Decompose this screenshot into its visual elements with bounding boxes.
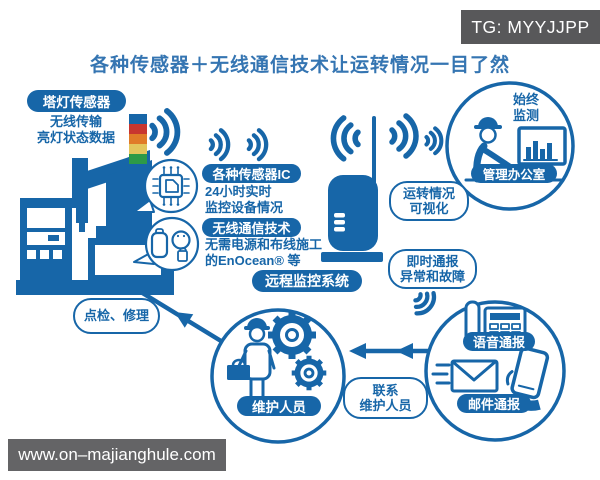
bubble-line: 即时通报 [406,253,459,269]
voice-notify-label: 语音通报 [463,332,535,351]
ic-chip-icon [152,166,190,206]
caption-line: 24小时实时 [205,184,272,199]
caption-line: 无需电源和布线施工 [205,237,323,252]
contact-arrow [349,343,431,359]
bubble-line: 运转情况 [402,185,455,201]
gear-icon [268,311,316,359]
remote-system-label: 远程监控系统 [252,270,362,292]
office-label: 管理办公室 [471,164,557,183]
alert-bubble: 即时通报 异常和故障 [388,249,477,289]
wifi-signal-icon [149,108,181,156]
wireless-tech-label: 无线通信技术 [202,218,301,237]
contact-bubble: 联系 维护人员 [343,377,428,419]
inspection-bubble: 点检、修理 [73,298,160,334]
caption-line: 监测 [512,108,539,123]
watermark-url: www.on–majianghule.com [8,439,226,471]
caption-line: 的EnOcean® 等 [205,253,301,268]
bubble-line: 可视化 [409,201,449,216]
visualization-bubble: 运转情况 可视化 [389,181,469,221]
worker-icon [227,318,276,400]
wifi-signal-icon [413,290,437,316]
wifi-signal-icon [208,128,231,162]
enocean-sensor-icon [150,228,191,262]
ic-chip-bubble [133,158,199,214]
bubble-line: 维护人员 [359,398,412,413]
bubble-line: 联系 [372,382,399,398]
wifi-signal-icon [330,115,361,162]
wireless-tech-caption: 无需电源和布线施工 的EnOcean® 等 [205,237,322,269]
page-title: 各种传感器＋无线通信技术让运转情况一目了然 [89,55,510,76]
wifi-signal-icon [246,128,269,162]
mail-icon [431,359,499,393]
tg-badge: TG: MYYJJPP [461,10,600,44]
sensor-ic-caption: 24小时实时 监控设备情况 [205,184,283,216]
tower-light-icon [129,114,147,178]
gear-icon [291,355,327,391]
caption-line: 亮灯状态数据 [36,130,115,145]
sensor-devices-bubble [133,216,200,272]
bubble-line: 异常和故障 [399,269,465,284]
tower-sensor-caption: 无线传输 亮灯状态数据 [18,114,134,146]
office-note: 始终 监测 [504,92,548,124]
sensor-ic-label: 各种传感器IC [202,164,301,183]
tower-sensor-label: 塔灯传感器 [27,90,126,112]
mail-notify-label: 邮件通报 [457,394,531,413]
gateway-icon [321,116,383,262]
caption-line: 始终 [512,92,539,107]
wifi-signal-icon [424,126,444,156]
caption-line: 监控设备情况 [205,200,284,215]
maintenance-label: 维护人员 [237,396,321,416]
wifi-signal-icon [389,113,419,159]
caption-line: 无线传输 [49,114,102,129]
